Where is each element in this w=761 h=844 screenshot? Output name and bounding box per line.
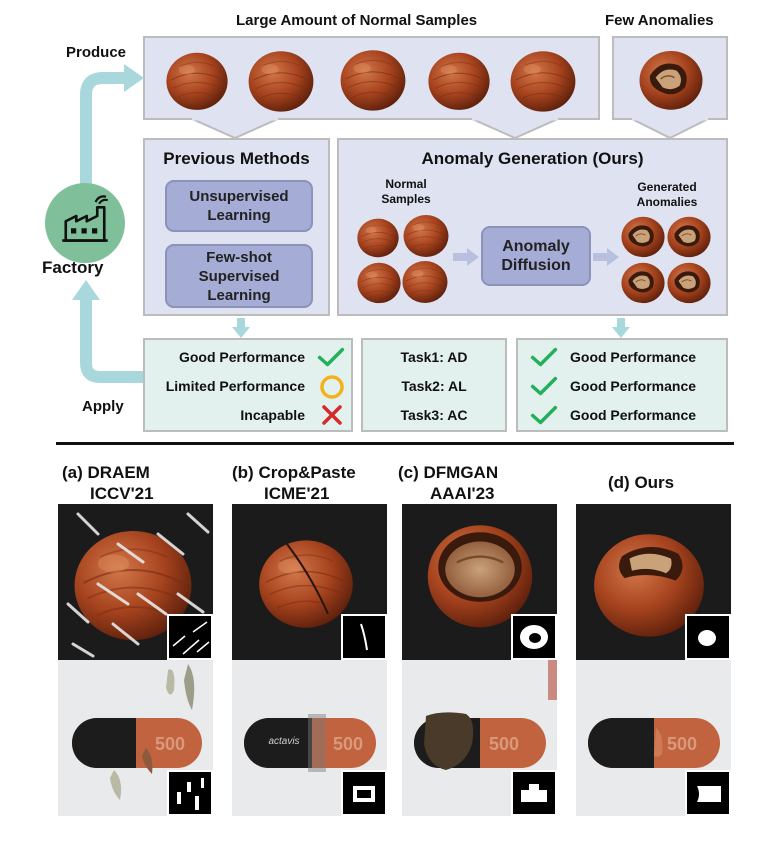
mask-inset: [511, 770, 557, 816]
method-header-d: (d) Ours: [608, 473, 675, 492]
apply-label: Apply: [82, 398, 124, 415]
mask-inset: [685, 770, 731, 816]
svg-text:500: 500: [333, 734, 363, 754]
callout-pointer: [630, 118, 710, 140]
broken-hazelnut-image: [619, 212, 667, 260]
previous-methods-title: Previous Methods: [163, 149, 310, 168]
section-divider: [56, 442, 734, 445]
check-icon: [317, 347, 345, 368]
arrow-down-icon: [612, 318, 630, 338]
broken-hazelnut-image: [665, 258, 713, 306]
normal-samples-title: Large Amount of Normal Samples: [236, 12, 478, 29]
hazelnut-image: [159, 46, 235, 114]
result-incapable: Incapable: [240, 407, 305, 423]
task-ad: Task1: AD: [400, 349, 468, 365]
cycle-arrows: [72, 64, 144, 383]
arrow-right-icon: [593, 248, 619, 266]
dfmgan-capsule-image: 500: [402, 660, 557, 816]
few-anomalies-title: Few Anomalies: [605, 12, 714, 29]
hazelnut-image: [399, 256, 451, 306]
hazelnut-image: [355, 258, 403, 306]
ours-hazelnut-image: [576, 504, 731, 660]
task-al: Task2: AL: [401, 378, 467, 394]
circle-icon: [320, 375, 344, 399]
svg-text:actavis: actavis: [268, 736, 299, 747]
factory-icon: [57, 195, 113, 251]
check-icon: [530, 405, 558, 426]
callout-pointer: [470, 118, 560, 140]
hazelnut-image: [353, 214, 403, 260]
result-good-performance: Good Performance: [178, 349, 305, 365]
mask-inset: [341, 770, 387, 816]
mask-inset: [511, 614, 557, 660]
svg-text:500: 500: [489, 734, 519, 754]
hazelnut-image: [423, 46, 495, 114]
result-good-performance: Good Performance: [570, 378, 697, 394]
few-anomalies-panel: [612, 36, 728, 120]
ours-results-box: Good Performance Good Performance Good P…: [516, 338, 728, 432]
hazelnut-image: [507, 44, 579, 116]
task-ac: Task3: AC: [400, 407, 468, 423]
factory-circle: [45, 183, 125, 263]
result-good-performance: Good Performance: [570, 349, 697, 365]
mask-inset: [341, 614, 387, 660]
unsupervised-learning-box: Unsupervised Learning: [165, 180, 313, 232]
mask-inset: [167, 770, 213, 816]
croppaste-hazelnut-image: [232, 504, 387, 660]
generated-anomalies-label: Generated Anomalies: [636, 180, 698, 209]
result-limited-performance: Limited Performance: [165, 378, 305, 394]
cross-icon: [322, 405, 342, 425]
croppaste-capsule-image: actavis 500: [232, 660, 387, 816]
hazelnut-image: [245, 44, 317, 116]
broken-hazelnut-image: [665, 212, 713, 260]
draem-hazelnut-image: [58, 504, 213, 660]
mask-inset: [167, 614, 213, 660]
ours-capsule-image: 500: [576, 660, 731, 816]
draem-capsule-image: 500: [58, 660, 213, 816]
method-header-c: (c) DFMGAN AAAI'23: [398, 463, 499, 503]
tasks-box: Task1: AD Task2: AL Task3: AC: [361, 338, 507, 432]
dfmgan-hazelnut-image: [402, 504, 557, 660]
factory-label: Factory: [42, 258, 104, 277]
arrow-right-icon: [453, 248, 479, 266]
produce-label: Produce: [66, 44, 127, 61]
mask-inset: [685, 614, 731, 660]
hazelnut-image: [401, 210, 451, 260]
result-good-performance: Good Performance: [570, 407, 697, 423]
check-icon: [530, 376, 558, 397]
normal-samples-panel: [143, 36, 600, 120]
svg-text:500: 500: [155, 734, 185, 754]
anomaly-generation-title: Anomaly Generation (Ours): [421, 149, 644, 168]
few-shot-learning-box: Few-shot Supervised Learning: [165, 244, 313, 308]
anomaly-diffusion-box: Anomaly Diffusion: [481, 226, 591, 286]
hazelnut-image: [337, 42, 409, 116]
previous-results-box: Good Performance Limited Performance Inc…: [143, 338, 353, 432]
broken-hazelnut-image: [619, 258, 667, 306]
anomaly-generation-panel: Anomaly Generation (Ours) Normal Samples…: [337, 138, 728, 316]
svg-text:500: 500: [667, 734, 697, 754]
method-header-b: (b) Crop&Paste ICME'21: [232, 463, 356, 503]
check-icon: [530, 347, 558, 368]
broken-hazelnut-image: [636, 44, 706, 114]
previous-methods-panel: Previous Methods Unsupervised Learning F…: [143, 138, 330, 316]
arrow-down-icon: [232, 318, 250, 338]
callout-pointer: [190, 118, 280, 140]
normal-samples-label: Normal Samples: [381, 177, 431, 206]
method-header-a: (a) DRAEM ICCV'21: [62, 463, 154, 503]
